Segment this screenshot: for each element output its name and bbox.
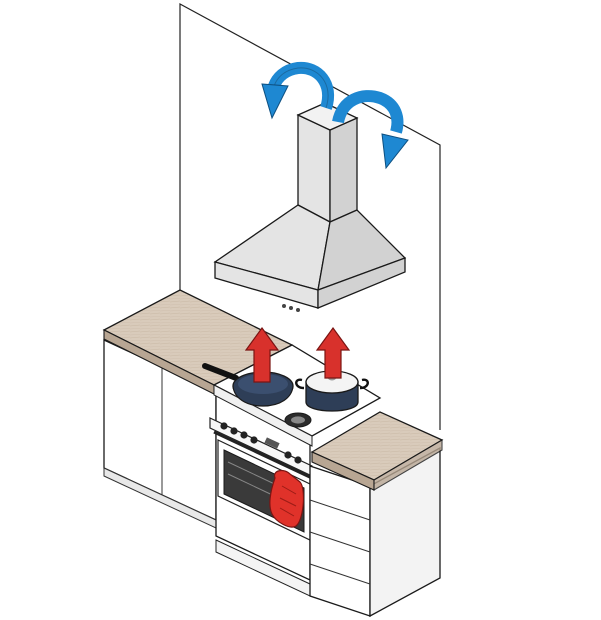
front-burner: [284, 412, 312, 428]
oven-mitt-icon: [269, 469, 305, 528]
hood-chimney-right: [329, 116, 358, 224]
drawer-lines: [309, 499, 371, 585]
stove-control-knobs: [220, 422, 302, 464]
curved-arrow-icon: [261, 61, 334, 120]
exhaust-arrows: [261, 61, 409, 170]
stove-oven: [209, 390, 315, 597]
hood-chimney-top: [296, 102, 359, 131]
right-cabinet: [309, 446, 441, 618]
cooking-pot: [295, 370, 369, 412]
up-arrow-icon: [244, 326, 280, 383]
right-countertop: [310, 411, 444, 491]
hood-control-buttons: [282, 304, 300, 312]
left-cabinet: [103, 338, 217, 529]
hood-chimney-left: [297, 113, 331, 224]
range-hood: [213, 102, 407, 312]
hood-rim-side: [317, 257, 406, 309]
frying-pan: [202, 363, 294, 407]
curved-arrow-icon: [332, 90, 409, 170]
up-arrow-icon: [315, 326, 351, 379]
steam-arrows: [244, 326, 351, 383]
